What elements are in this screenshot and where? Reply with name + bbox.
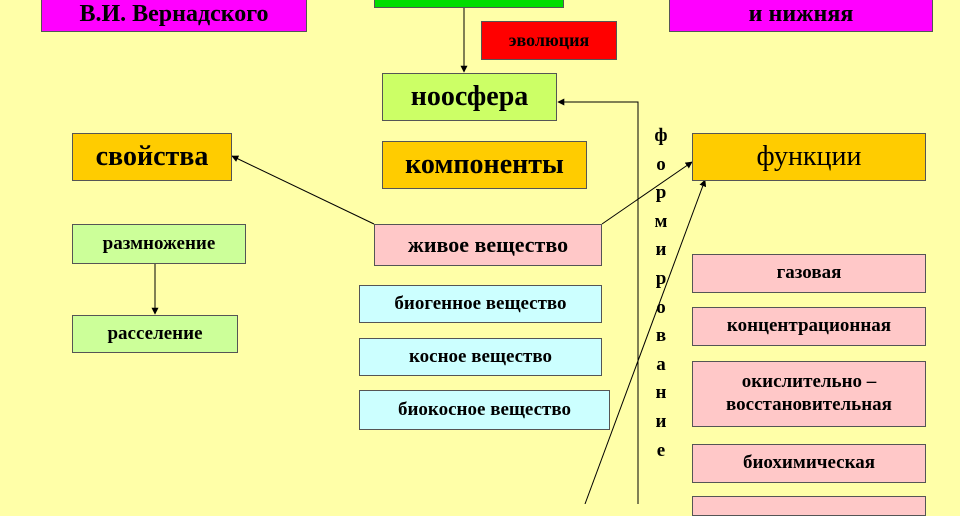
inert-label: косное вещество <box>408 345 553 367</box>
top-center-box <box>374 0 564 8</box>
formation-vertical-label: ф о р м и р о в а н и е <box>651 122 671 465</box>
formation-letter: м <box>654 210 668 232</box>
formation-letter: р <box>655 267 667 289</box>
formation-letter: е <box>656 439 666 461</box>
gas-box: газовая <box>692 254 926 293</box>
formation-letter: в <box>655 325 667 347</box>
properties-label: свойства <box>95 141 209 173</box>
vernadsky-label: В.И. Вернадского <box>79 0 269 27</box>
gas-label: газовая <box>776 262 842 284</box>
formation-letter: а <box>656 353 666 375</box>
biochemical-box: биохимическая <box>692 444 926 483</box>
functions-box: функции <box>692 133 926 181</box>
reproduction-box: размножение <box>72 224 246 264</box>
formation-letter: и <box>655 239 667 261</box>
bioinert-label: биокосное вещество <box>397 398 571 420</box>
biogenic-label: биогенное вещество <box>394 292 567 314</box>
arrow-living-to-functions <box>601 161 693 225</box>
components-label: компоненты <box>405 149 564 181</box>
formation-letter: о <box>656 296 666 318</box>
inert-box: косное вещество <box>359 338 602 376</box>
dispersal-box: расселение <box>72 315 238 353</box>
biogenic-box: биогенное вещество <box>359 285 602 323</box>
concentration-label: концентрационная <box>726 315 892 337</box>
biochemical-label: биохимическая <box>742 452 876 474</box>
living-matter-label: живое вещество <box>407 231 569 257</box>
noosphere-label: ноосфера <box>410 81 529 113</box>
lower-box: и нижняя <box>669 0 933 32</box>
arrow-living-to-properties <box>231 155 375 225</box>
concentration-box: концентрационная <box>692 307 926 346</box>
bioinert-box: биокосное вещество <box>359 390 610 430</box>
arrow-formation-to-noosphere <box>557 98 639 504</box>
formation-letter: и <box>655 410 667 432</box>
dispersal-label: расселение <box>107 322 203 344</box>
formation-letter: р <box>655 182 667 204</box>
formation-letter: о <box>656 153 666 175</box>
functions-label: функции <box>756 141 862 173</box>
components-box: компоненты <box>382 141 587 189</box>
properties-box: свойства <box>72 133 232 181</box>
lower-label: и нижняя <box>748 0 854 27</box>
evolution-box: эволюция <box>481 21 617 60</box>
bottom-right-box <box>692 496 926 516</box>
formation-letter: н <box>655 382 667 404</box>
evolution-label: эволюция <box>508 29 590 50</box>
formation-letter: ф <box>654 125 668 146</box>
vernadsky-box: В.И. Вернадского <box>41 0 307 32</box>
living-matter-box: живое вещество <box>374 224 602 266</box>
reproduction-label: размножение <box>102 232 216 254</box>
noosphere-box: ноосфера <box>382 73 557 121</box>
connector-lines <box>151 8 707 504</box>
redox-label: окислительно – восстановительная <box>726 371 892 415</box>
redox-box: окислительно – восстановительная <box>692 361 926 427</box>
arrow-bottom-to-functions <box>584 179 707 504</box>
